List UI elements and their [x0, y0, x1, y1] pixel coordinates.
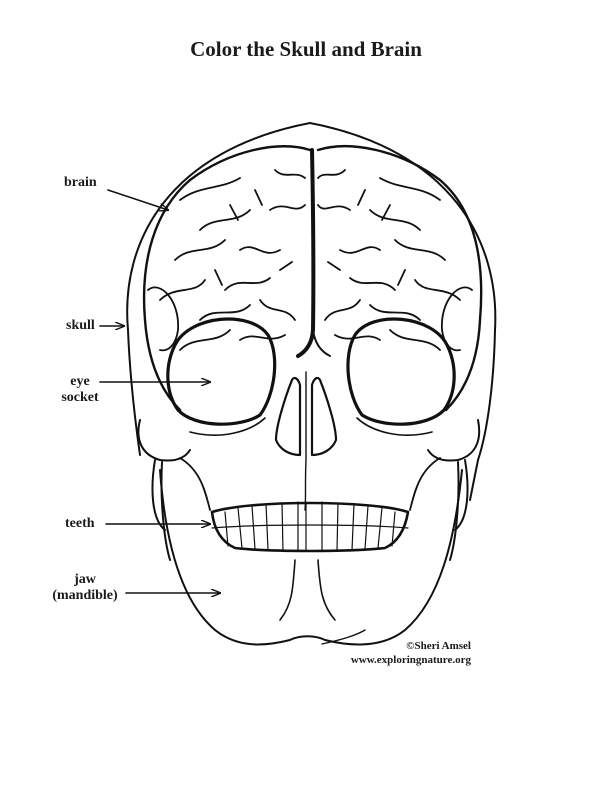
- label-eye-socket: eye socket: [56, 374, 104, 406]
- eye-socket-right: [346, 317, 456, 426]
- label-jaw-line2: (mandible): [52, 588, 118, 603]
- skull-outline: [126, 122, 497, 501]
- page-title: Color the Skull and Brain: [190, 37, 422, 61]
- label-skull: skull: [66, 318, 95, 333]
- label-teeth: teeth: [65, 516, 95, 531]
- label-eye-socket-line2: socket: [61, 390, 99, 405]
- label-eye-socket-line1: eye: [70, 374, 90, 389]
- nasal-cavity: [274, 376, 302, 457]
- teeth-outline: [210, 501, 410, 553]
- brain-fissure: [296, 148, 316, 358]
- label-jaw-line1: jaw: [74, 572, 96, 587]
- credit-author: ©Sheri Amsel: [406, 640, 471, 652]
- label-brain: brain: [64, 175, 97, 190]
- mandible-outline: [159, 469, 463, 646]
- credit-block: ©Sheri Amsel www.exploringnature.org: [300, 639, 471, 667]
- brain-pointer-arrow: [107, 189, 168, 210]
- label-jaw: jaw (mandible): [44, 572, 126, 604]
- eye-socket-left: [166, 317, 277, 426]
- brain-outline: [142, 145, 312, 412]
- credit-website: www.exploringnature.org: [350, 654, 471, 666]
